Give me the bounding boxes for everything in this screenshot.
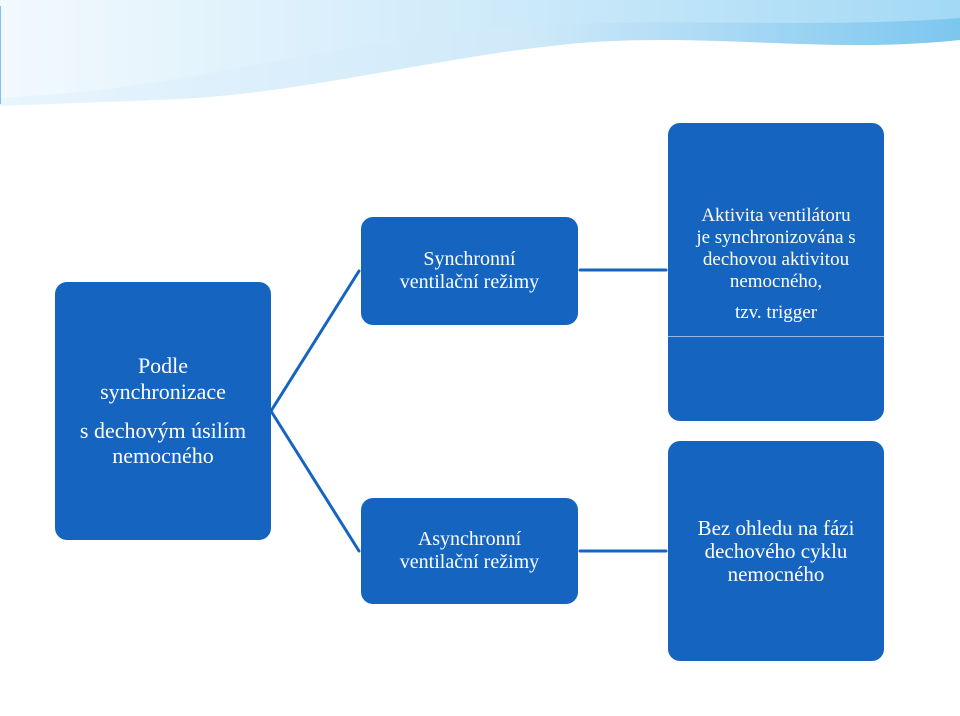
header-wave-banner xyxy=(0,0,960,106)
root-node-synchronization: Podle synchronizace s dechovým úsilím ne… xyxy=(55,282,271,540)
description-line: dechového cyklu xyxy=(704,539,848,564)
root-node-line: s dechovým úsilím xyxy=(79,418,247,443)
node-asynchronous-modes: Asynchronní ventilační režimy xyxy=(361,498,578,604)
root-node-line: Podle xyxy=(137,353,189,379)
connector-root-async xyxy=(269,409,361,553)
root-node-line: synchronizace xyxy=(100,378,226,404)
description-line: dechovou aktivitou xyxy=(702,248,850,270)
node-label-line: Asynchronní xyxy=(417,528,522,550)
connector-root-sync xyxy=(269,269,361,413)
description-asynchronous: Bez ohledu na fázi dechového cyklu nemoc… xyxy=(668,441,884,661)
description-synchronous: Aktivita ventilátoru je synchronizována … xyxy=(668,123,884,421)
divider xyxy=(668,336,884,338)
description-line: Aktivita ventilátoru xyxy=(701,205,851,226)
description-line: je synchronizována s xyxy=(696,226,856,248)
root-node-line: nemocného xyxy=(112,443,214,469)
description-line: tzv. trigger xyxy=(734,302,818,324)
description-line: nemocného xyxy=(727,562,825,587)
description-line: Bez ohledu na fázi xyxy=(697,516,855,540)
node-synchronous-modes: Synchronní ventilační režimy xyxy=(361,217,578,325)
node-label-line: ventilační režimy xyxy=(399,271,540,293)
description-line: nemocného, xyxy=(729,270,823,292)
node-label-line: ventilační režimy xyxy=(399,551,540,573)
node-label-line: Synchronní xyxy=(423,248,516,270)
